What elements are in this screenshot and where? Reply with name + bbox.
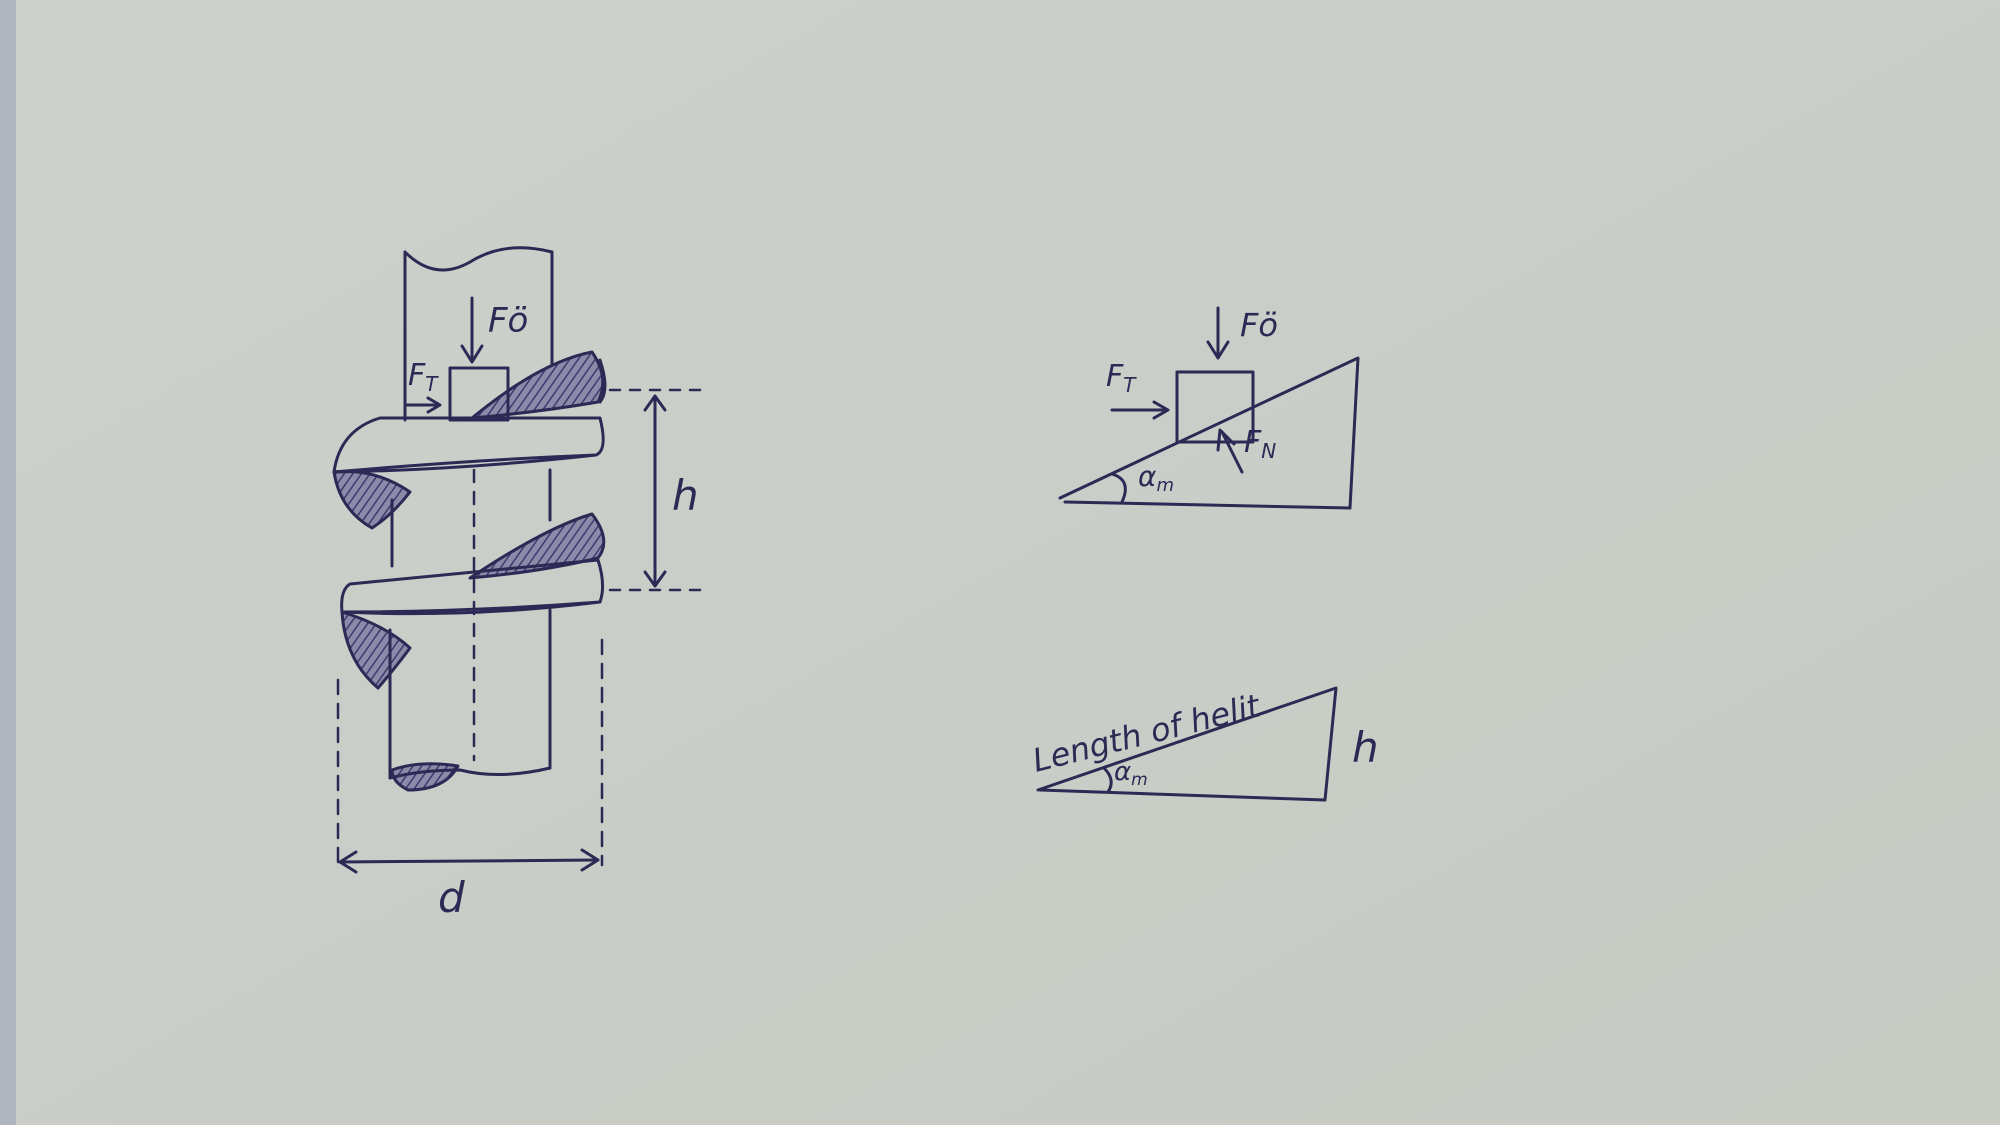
screw-axial-force-label: Fö	[488, 301, 528, 341]
shaft-core-left	[388, 498, 394, 780]
screw-tangential-arrow-head	[426, 396, 442, 414]
screw-tangential-force-label: FT	[408, 358, 439, 396]
shaft-bottom	[388, 766, 552, 780]
incline-labels: Fö FT FN αm	[1106, 306, 1278, 496]
page-left-edge	[0, 0, 16, 1125]
incline-angle-label: αm	[1138, 460, 1174, 496]
incline-diagram	[1058, 306, 1360, 510]
incline-normal-arrow-shaft	[1220, 430, 1244, 474]
incline-axial-force-label: Fö	[1240, 306, 1278, 344]
thread-hatch-upper-left	[332, 469, 412, 530]
incline-normal-arrow-head	[1216, 428, 1236, 452]
d-dimension-line	[338, 858, 600, 864]
diameter-label: d	[438, 873, 465, 922]
shaft-top-outline	[403, 246, 554, 422]
load-block	[448, 366, 510, 422]
helix-angle-arc	[1102, 766, 1113, 794]
incline-block	[1175, 370, 1255, 444]
thread-hatch-upper-right	[470, 350, 605, 420]
incline-tangential-arrow-head	[1152, 400, 1170, 420]
incline-axial-arrow-head	[1206, 340, 1230, 360]
incline-triangle	[1058, 356, 1360, 510]
incline-tangential-force-label: FT	[1106, 359, 1137, 397]
helix-triangle	[1036, 686, 1338, 802]
thread-band-lower	[340, 558, 605, 616]
d-arrow-right	[580, 848, 600, 872]
incline-normal-force-label: FN	[1244, 425, 1276, 463]
lead-label: h	[672, 471, 699, 520]
screw-axial-arrow-head	[460, 344, 484, 364]
helix-angle-label: αm	[1114, 757, 1148, 790]
thread-band-upper	[332, 358, 607, 474]
h-arrow-bottom	[643, 570, 667, 588]
h-arrow-top	[643, 394, 667, 412]
helix-height-label: h	[1352, 723, 1379, 772]
d-arrow-left	[338, 850, 358, 874]
screw-drawing	[332, 246, 712, 874]
helix-triangle-outline	[1036, 686, 1338, 802]
incline-angle-arc	[1110, 472, 1127, 504]
screw-labels: Fö FT h d	[408, 301, 699, 922]
